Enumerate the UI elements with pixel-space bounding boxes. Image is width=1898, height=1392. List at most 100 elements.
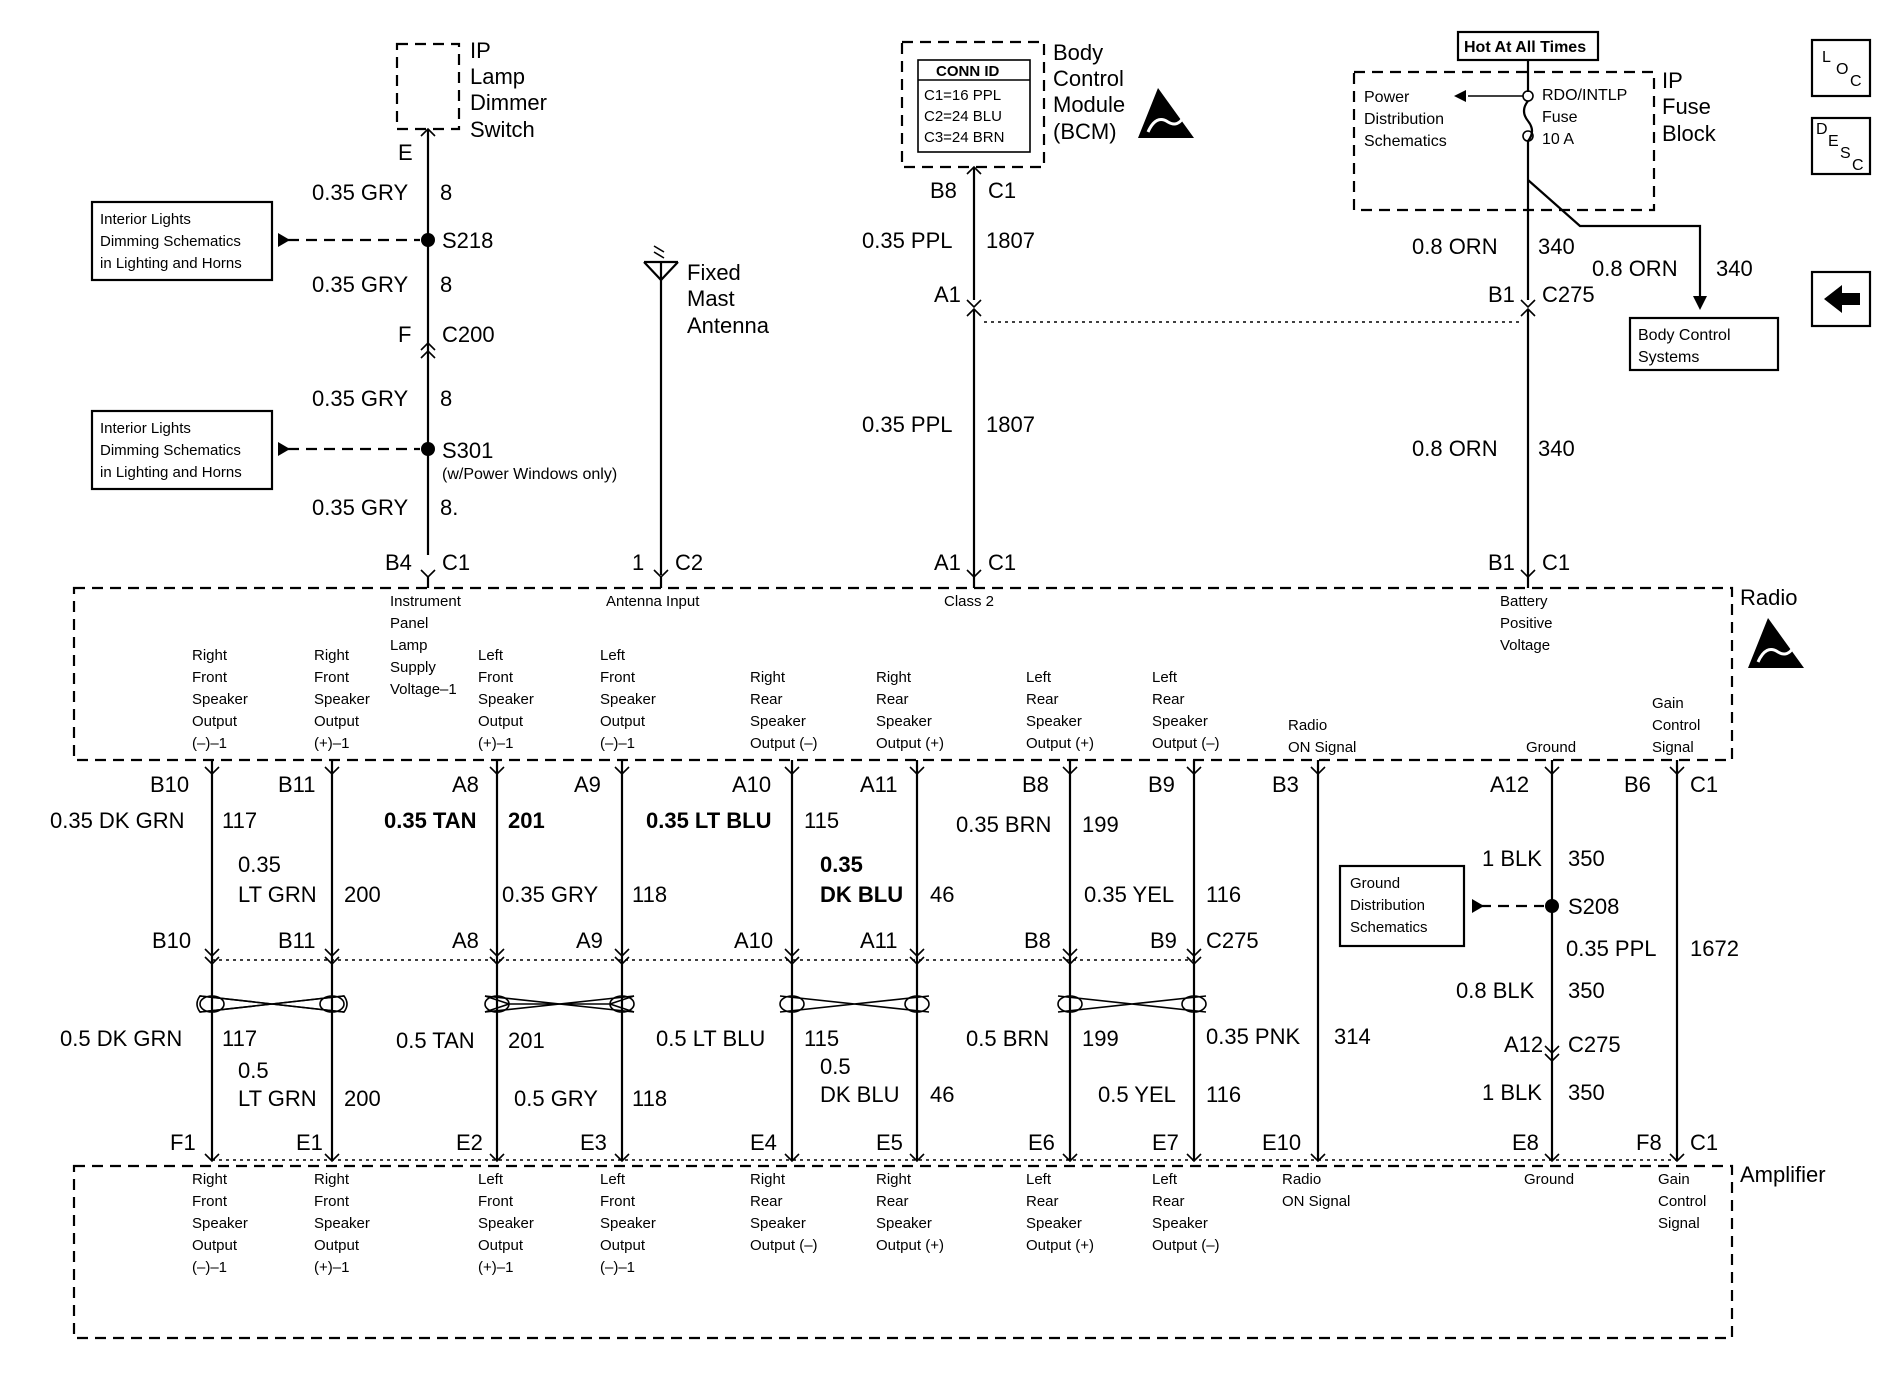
svg-text:Voltage: Voltage xyxy=(1500,637,1550,654)
svg-text:314: 314 xyxy=(1334,1024,1371,1049)
antenna-label: Fixed xyxy=(687,260,741,285)
connector-symbol xyxy=(420,349,436,359)
svg-text:(+)–1: (+)–1 xyxy=(478,735,513,752)
amp-pin-rr-pos: Right Rear Speaker Output (+) xyxy=(876,1171,944,1254)
svg-text:A9: A9 xyxy=(576,928,603,953)
svg-text:Gain: Gain xyxy=(1658,1171,1690,1188)
svg-text:Output (–): Output (–) xyxy=(750,1237,818,1254)
connector-symbol xyxy=(1520,299,1536,309)
svg-text:(+)–1: (+)–1 xyxy=(314,1259,349,1276)
radio-pin-antenna: Antenna Input xyxy=(606,593,700,610)
svg-text:A12: A12 xyxy=(1490,772,1529,797)
fuse-block-label: Block xyxy=(1662,121,1717,146)
arrow-left-icon xyxy=(1824,285,1860,313)
svg-text:Signal: Signal xyxy=(1658,1215,1700,1232)
svg-text:Control: Control xyxy=(1658,1193,1706,1210)
wire-color-label: 0.35 GRY xyxy=(312,386,409,411)
svg-text:B9: B9 xyxy=(1148,772,1175,797)
amp-pin-rf-neg: Right Front Speaker Output (–)–1 xyxy=(192,1171,248,1276)
radio-pin-rr-neg: Right Rear Speaker Output (–) xyxy=(750,669,818,752)
svg-text:(–)–1: (–)–1 xyxy=(600,1259,635,1276)
radio-pin-lf-neg: Left Front Speaker Output (–)–1 xyxy=(600,647,656,752)
svg-text:0.35 TAN: 0.35 TAN xyxy=(384,808,477,833)
radio-connector-symbols xyxy=(204,766,1685,776)
svg-text:46: 46 xyxy=(930,882,954,907)
svg-text:115: 115 xyxy=(804,808,839,833)
wire-circuit-label: 350 xyxy=(1568,1080,1605,1105)
svg-text:B10: B10 xyxy=(152,928,191,953)
svg-text:LT GRN: LT GRN xyxy=(238,882,317,907)
loc-letter: L xyxy=(1822,49,1831,66)
radio-pin-radio-on: Radio ON Signal xyxy=(1288,717,1356,756)
wire-circuit-label: 8. xyxy=(440,495,458,520)
radio-pin-gain: Gain Control Signal xyxy=(1652,695,1700,756)
svg-text:A8: A8 xyxy=(452,928,479,953)
esd-warning-icon xyxy=(1138,88,1194,138)
svg-text:Positive: Positive xyxy=(1500,615,1553,632)
c275-connector-symbols xyxy=(204,948,1202,966)
bcs-label: Body Control xyxy=(1638,327,1731,344)
bcm-label: Body xyxy=(1053,40,1103,65)
svg-text:Speaker: Speaker xyxy=(750,1215,806,1232)
reference-text: Interior Lights xyxy=(100,420,191,437)
svg-text:B8: B8 xyxy=(1022,772,1049,797)
reference-text: in Lighting and Horns xyxy=(100,255,242,272)
svg-text:Front: Front xyxy=(478,1193,514,1210)
body-control-systems-box[interactable] xyxy=(1628,316,1780,372)
wire-circuit-label: 350 xyxy=(1568,978,1605,1003)
svg-text:E3: E3 xyxy=(580,1130,607,1155)
svg-text:116: 116 xyxy=(1206,882,1241,907)
conn-id-row: C1=16 PPL xyxy=(924,87,1001,104)
svg-text:0.35: 0.35 xyxy=(238,852,281,877)
radio-pin-class2: Class 2 xyxy=(944,593,994,610)
desc-letter: D xyxy=(1816,121,1828,138)
dimmer-label-line: Switch xyxy=(470,117,535,142)
lower-wire-labels: 0.5 DK GRN 117 0.5 LT GRN 200 0.5 TAN 20… xyxy=(60,1024,1371,1111)
interior-lights-reference-box[interactable] xyxy=(90,409,274,491)
svg-text:DK BLU: DK BLU xyxy=(820,882,903,907)
svg-text:Gain: Gain xyxy=(1652,695,1684,712)
svg-text:0.5 GRY: 0.5 GRY xyxy=(514,1086,598,1111)
arrow-icon xyxy=(1472,899,1484,913)
svg-text:Speaker: Speaker xyxy=(750,713,806,730)
svg-text:Battery: Battery xyxy=(1500,593,1548,610)
reference-text: Interior Lights xyxy=(100,211,191,228)
loc-button[interactable]: L O C xyxy=(1810,38,1872,98)
radio-pin-lf-pos: Left Front Speaker Output (+)–1 xyxy=(478,647,534,752)
splice-label: S301 xyxy=(442,438,493,463)
svg-text:E1: E1 xyxy=(296,1130,323,1155)
fuse-symbol-icon xyxy=(1522,100,1534,142)
svg-text:Rear: Rear xyxy=(750,691,783,708)
svg-text:0.5 LT BLU: 0.5 LT BLU xyxy=(656,1026,765,1051)
svg-text:Front: Front xyxy=(600,669,636,686)
pin-label: B4 xyxy=(385,550,412,575)
wire-circuit-label: 340 xyxy=(1716,256,1753,281)
amplifier-box xyxy=(72,1164,1734,1340)
svg-text:C1: C1 xyxy=(1690,772,1718,797)
svg-text:199: 199 xyxy=(1082,812,1119,837)
desc-button[interactable]: D E S C xyxy=(1810,116,1872,176)
wire-circuit-label: 340 xyxy=(1538,234,1575,259)
fuse-label: 10 A xyxy=(1542,131,1574,148)
svg-text:B3: B3 xyxy=(1272,772,1299,797)
svg-text:Speaker: Speaker xyxy=(1026,713,1082,730)
svg-text:Output (+): Output (+) xyxy=(876,735,944,752)
splice-label: S208 xyxy=(1568,894,1619,919)
amp-pin-ground: Ground xyxy=(1524,1171,1574,1188)
back-button[interactable] xyxy=(1810,270,1872,328)
ground-distribution-reference-box[interactable] xyxy=(1338,864,1466,948)
connector-label: C275 xyxy=(1542,282,1595,307)
interior-lights-reference-box[interactable] xyxy=(90,200,274,282)
svg-text:Output: Output xyxy=(192,1237,238,1254)
svg-text:Output: Output xyxy=(600,713,646,730)
svg-text:Instrument: Instrument xyxy=(390,593,462,610)
svg-text:ON Signal: ON Signal xyxy=(1282,1193,1350,1210)
splice-s301 xyxy=(421,442,435,456)
fuse-label: Fuse xyxy=(1542,109,1578,126)
bcs-label: Systems xyxy=(1638,349,1699,366)
svg-text:Output: Output xyxy=(314,1237,360,1254)
svg-text:Output (+): Output (+) xyxy=(876,1237,944,1254)
svg-text:Speaker: Speaker xyxy=(1026,1215,1082,1232)
svg-text:A10: A10 xyxy=(732,772,771,797)
